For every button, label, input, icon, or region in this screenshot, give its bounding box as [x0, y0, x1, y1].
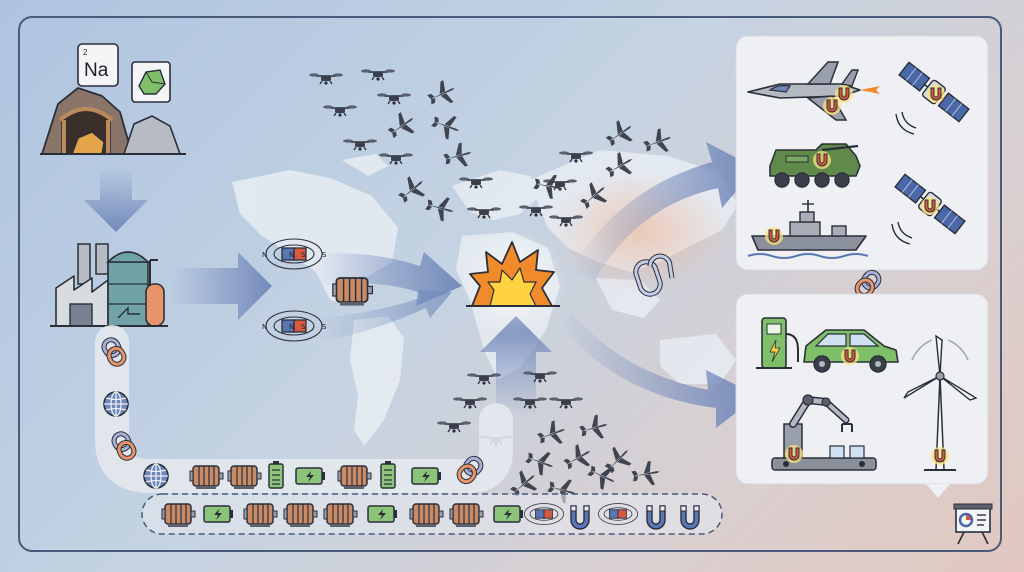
- electric-motor-icon: [331, 277, 374, 307]
- magnet-badge-vehicle: [812, 150, 832, 170]
- arrow-swarm-to-conflict: [480, 316, 552, 418]
- motor-icon-r3: [283, 503, 318, 528]
- battery-icon-3: [380, 460, 396, 489]
- battery-icon-r2: [367, 505, 398, 523]
- motor-icon-r2: [243, 503, 278, 528]
- flow-arrows: [84, 142, 758, 428]
- arrow-factory-to-magnets: [172, 252, 272, 320]
- pole-label-south: S: [322, 251, 327, 259]
- battery-icon-2: [295, 467, 326, 485]
- magnet-badge-car: [840, 346, 860, 366]
- supply-chain-track: [95, 325, 513, 493]
- ev-charger-icon: [756, 317, 799, 369]
- magnet-badge-satellite-2: [920, 196, 940, 216]
- pole-label-south-inner-2: S: [301, 323, 306, 331]
- civil-panel-pointer: [926, 484, 950, 498]
- battery-icon-r3: [493, 505, 524, 523]
- presentation-icon: [953, 503, 993, 545]
- arrow-lower-to-conflict: [318, 290, 452, 342]
- pole-label-north-inner-2: N: [289, 323, 294, 331]
- battery-icon-4: [411, 467, 442, 485]
- motor-icon-r5: [409, 503, 444, 528]
- motor-icon-3: [337, 465, 372, 490]
- diagram-frame: [18, 16, 1002, 552]
- arrow-to-civil: [560, 312, 758, 428]
- globe-icon-2: [143, 463, 169, 489]
- battery-icon-1: [268, 460, 284, 489]
- motor-icon-r1: [161, 503, 196, 528]
- fighter-jet-icon: [747, 61, 880, 121]
- element-symbol: Na: [84, 60, 109, 81]
- arrow-to-defense: [572, 142, 756, 282]
- magnet-badge-turbine: [930, 446, 950, 466]
- motor-icon-r6: [449, 503, 484, 528]
- element-number: 2: [83, 48, 88, 57]
- mine-icon: [40, 87, 186, 155]
- motor-icon-2: [227, 465, 262, 490]
- magnet-badge-ship: [764, 226, 784, 246]
- motor-icon-r4: [323, 503, 358, 528]
- electric-car-icon: [803, 329, 899, 373]
- magnet-field-icon: N N S S: [262, 238, 327, 270]
- element-card-icon: 2 Na: [77, 43, 119, 87]
- satellite-signal: [895, 111, 917, 135]
- globe-icon-1: [103, 391, 129, 417]
- pole-label-south-inner: S: [301, 251, 306, 259]
- battery-icon-r1: [203, 505, 234, 523]
- pole-label-north: N: [262, 251, 267, 259]
- arrow-mine-to-factory: [84, 168, 148, 232]
- explosion-icon: [466, 241, 560, 307]
- ore-icon: [131, 61, 171, 103]
- magnet-field-icon-2: N N S S: [262, 310, 327, 342]
- pole-label-north-inner: N: [289, 251, 294, 259]
- broken-chain-icon: [633, 253, 675, 297]
- pole-label-north-2: N: [262, 323, 267, 331]
- magnet-badge-robot: [784, 444, 804, 464]
- magnet-badge-satellite: [926, 84, 946, 104]
- satellite-signal-2: [891, 221, 913, 245]
- pole-label-south-2: S: [322, 323, 327, 331]
- factory-icon: [50, 243, 168, 327]
- motor-icon-1: [189, 465, 224, 490]
- wind-turbine-icon: [903, 334, 978, 471]
- magnet-badge-jet-2: [834, 84, 854, 104]
